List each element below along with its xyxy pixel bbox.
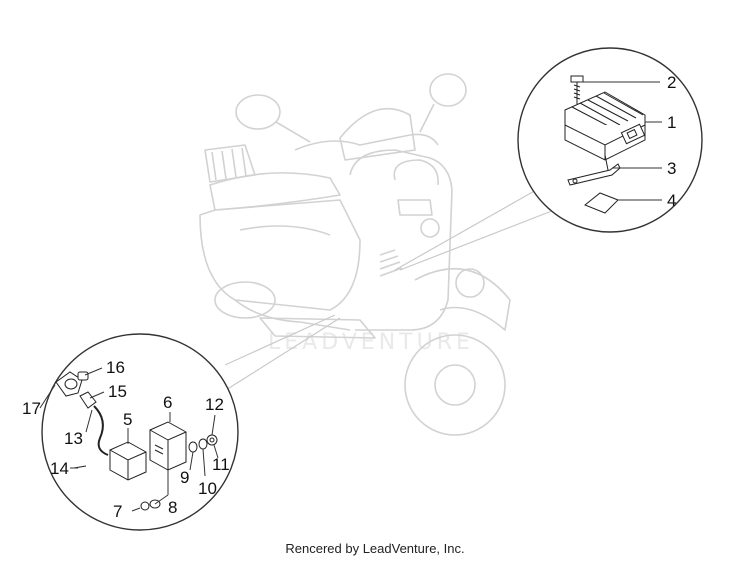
nut-icon	[140, 499, 161, 511]
callout-4: 4	[667, 191, 676, 210]
bolt-icon	[570, 75, 584, 104]
callout-6: 6	[163, 393, 172, 412]
spark-plug-cap-icon	[55, 371, 89, 397]
callout-12: 12	[205, 395, 224, 414]
voltage-regulator-icon	[564, 91, 646, 161]
footer-credit: Rencered by LeadVenture, Inc.	[285, 541, 465, 556]
control-unit-icon	[149, 421, 187, 471]
detail-circle-ignition: 16 15 17 13 5 14 6 7 8 9 10 12 11	[22, 333, 239, 531]
callout-1: 1	[667, 113, 676, 132]
callout-2: 2	[667, 73, 676, 92]
callout-3: 3	[667, 159, 676, 178]
callout-7: 7	[113, 502, 122, 521]
callout-11: 11	[212, 455, 230, 474]
callout-16: 16	[106, 358, 125, 377]
callout-8: 8	[168, 498, 177, 517]
callout-10: 10	[198, 479, 217, 498]
callout-9: 9	[180, 468, 189, 487]
ignition-cable	[93, 405, 109, 456]
washer-icon	[188, 434, 218, 453]
callout-13: 13	[64, 429, 83, 448]
callout-17: 17	[22, 399, 41, 418]
callout-14: 14	[50, 459, 69, 478]
detail-leader-lines	[217, 184, 581, 396]
callout-5: 5	[123, 410, 132, 429]
detail-circle-regulator: 2 1 3 4	[517, 47, 703, 233]
callout-15: 15	[108, 382, 127, 401]
scooter-illustration	[199, 73, 511, 436]
